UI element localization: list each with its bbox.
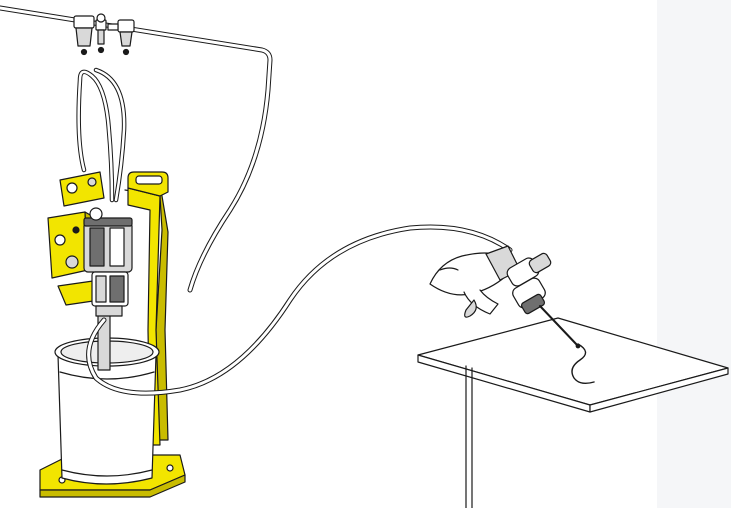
work-table xyxy=(418,318,728,508)
air-motor xyxy=(84,208,132,272)
air-supply-line xyxy=(0,8,270,290)
fluid-pump xyxy=(92,272,128,316)
filter-regulator-lubricator xyxy=(74,14,134,55)
